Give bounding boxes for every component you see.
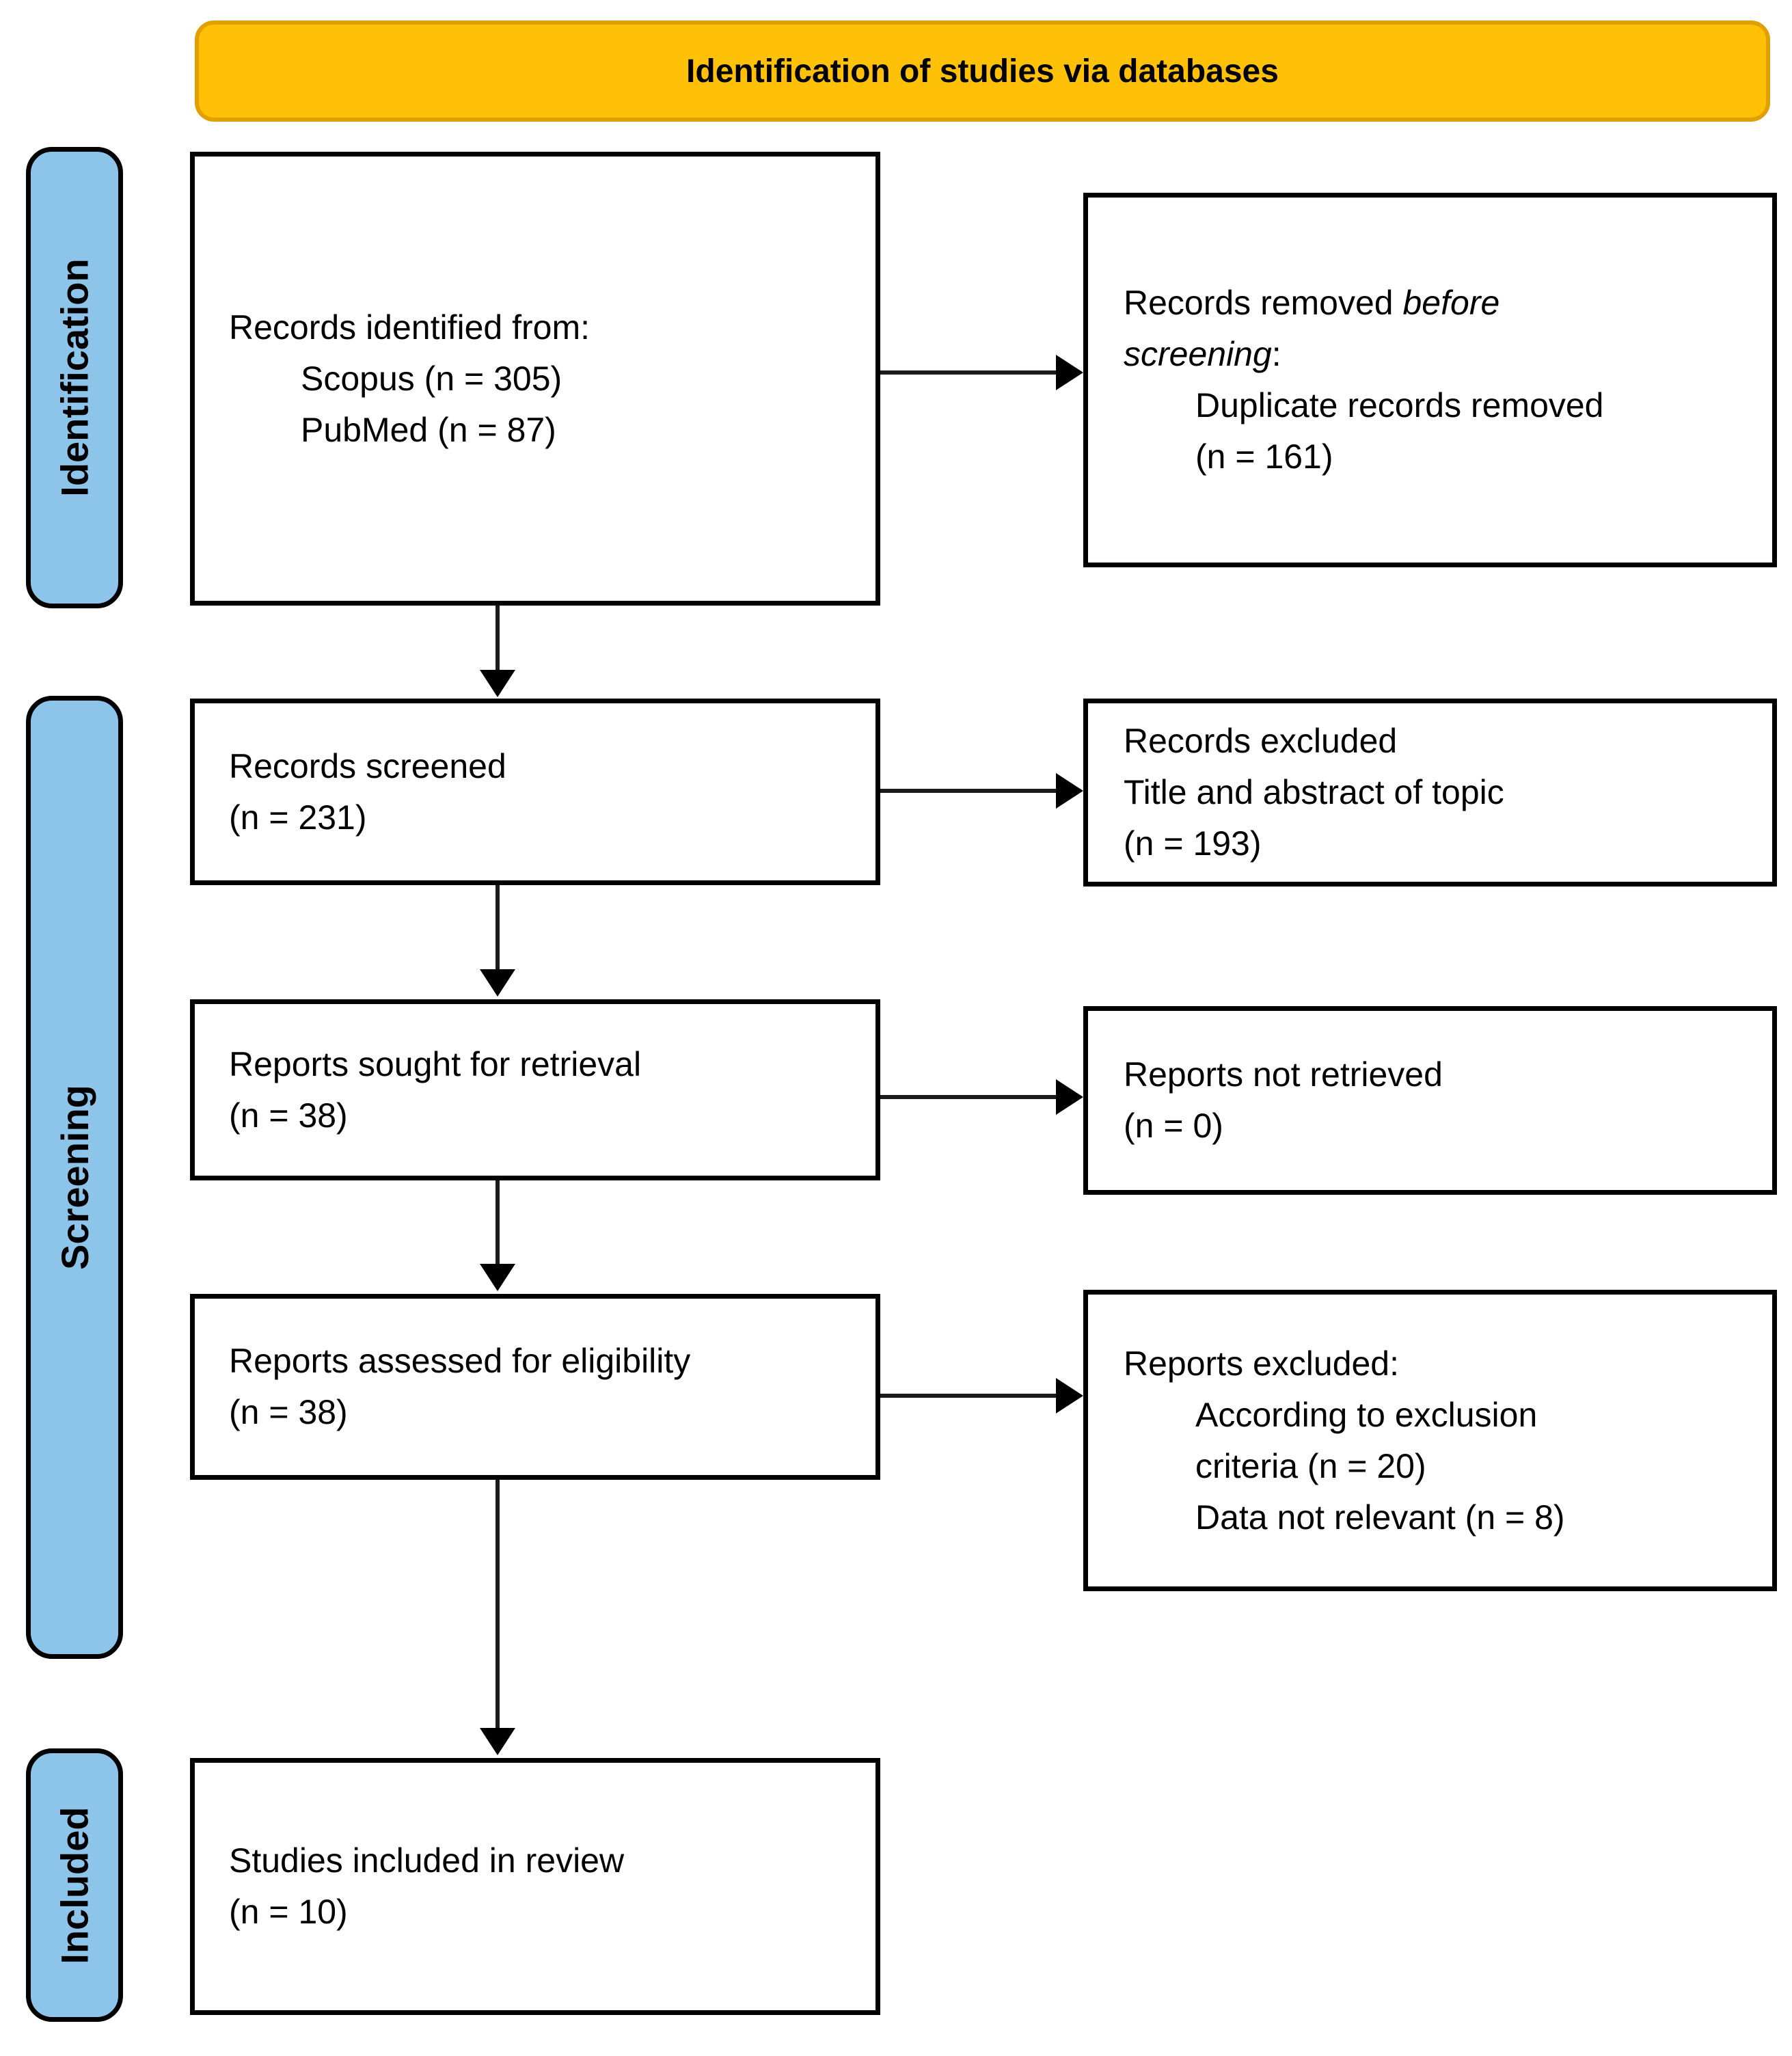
- box-reports-excluded: Reports excluded: According to exclusion…: [1083, 1290, 1777, 1591]
- box-text-line: Title and abstract of topic: [1124, 773, 1504, 811]
- stage-label-screening: Screening: [53, 1085, 96, 1270]
- box-text-line: According to exclusion: [1195, 1395, 1538, 1434]
- stage-label-included: Included: [53, 1806, 96, 1964]
- arrow-line-screened-to-sought: [495, 885, 500, 971]
- stage-bar-identification: Identification: [26, 147, 123, 608]
- box-text-line: (n = 38): [229, 1393, 348, 1431]
- box-text-line: (n = 193): [1124, 824, 1262, 863]
- arrow-head-identified-to-removed: [1056, 355, 1083, 390]
- arrow-head-sought-to-not-retrieved: [1056, 1079, 1083, 1115]
- arrow-line-identified-to-removed: [880, 370, 1057, 375]
- box-text-line: Reports sought for retrieval: [229, 1044, 642, 1083]
- box-text-line: screening:: [1124, 335, 1281, 373]
- box-studies-included: Studies included in review (n = 10): [190, 1758, 880, 2015]
- box-text-line: (n = 161): [1195, 437, 1333, 476]
- box-text-line: Duplicate records removed: [1195, 386, 1604, 424]
- box-text-line: Reports excluded:: [1124, 1344, 1400, 1383]
- box-text-line: Scopus (n = 305): [301, 359, 562, 398]
- box-text-line: Records removed before: [1124, 284, 1500, 322]
- box-text-line: Records excluded: [1124, 722, 1398, 760]
- box-text-line: (n = 10): [229, 1893, 348, 1931]
- arrow-head-screened-to-sought: [480, 969, 515, 997]
- arrow-line-identified-to-screened: [495, 606, 500, 673]
- stage-bar-screening: Screening: [26, 696, 123, 1659]
- arrow-line-sought-to-assessed: [495, 1180, 500, 1265]
- arrow-line-sought-to-not-retrieved: [880, 1095, 1057, 1099]
- banner-identification-of-studies: Identification of studies via databases: [195, 21, 1770, 122]
- arrow-head-assessed-to-excluded: [1056, 1378, 1083, 1414]
- box-records-screened: Records screened (n = 231): [190, 699, 880, 885]
- box-text-line: criteria (n = 20): [1195, 1446, 1426, 1485]
- arrow-head-identified-to-screened: [480, 670, 515, 697]
- arrow-line-screened-to-excluded: [880, 789, 1057, 793]
- box-text-line: Records identified from:: [229, 308, 590, 347]
- box-text-line: Reports not retrieved: [1124, 1055, 1443, 1094]
- arrow-head-assessed-to-included: [480, 1728, 515, 1755]
- box-records-excluded: Records excluded Title and abstract of t…: [1083, 699, 1777, 887]
- box-text-line: (n = 38): [229, 1096, 348, 1135]
- box-reports-assessed: Reports assessed for eligibility (n = 38…: [190, 1294, 880, 1480]
- box-text-line: Data not relevant (n = 8): [1195, 1498, 1565, 1537]
- arrow-line-assessed-to-excluded: [880, 1394, 1057, 1398]
- box-reports-not-retrieved: Reports not retrieved (n = 0): [1083, 1006, 1777, 1195]
- box-reports-sought: Reports sought for retrieval (n = 38): [190, 999, 880, 1180]
- box-text-line: Reports assessed for eligibility: [229, 1342, 691, 1380]
- box-text-line: PubMed (n = 87): [301, 410, 556, 449]
- arrow-head-sought-to-assessed: [480, 1264, 515, 1291]
- box-text-line: (n = 231): [229, 798, 367, 837]
- arrow-head-screened-to-excluded: [1056, 773, 1083, 809]
- banner-title: Identification of studies via databases: [686, 53, 1279, 90]
- box-text-line: Studies included in review: [229, 1841, 625, 1880]
- stage-label-identification: Identification: [53, 258, 96, 497]
- box-records-removed-before-screening: Records removed before screening: Duplic…: [1083, 193, 1777, 567]
- arrow-line-assessed-to-included: [495, 1480, 500, 1731]
- stage-bar-included: Included: [26, 1748, 123, 2022]
- box-text-line: Records screened: [229, 746, 506, 785]
- box-text-line: (n = 0): [1124, 1107, 1223, 1145]
- box-records-identified: Records identified from: Scopus (n = 305…: [190, 152, 880, 606]
